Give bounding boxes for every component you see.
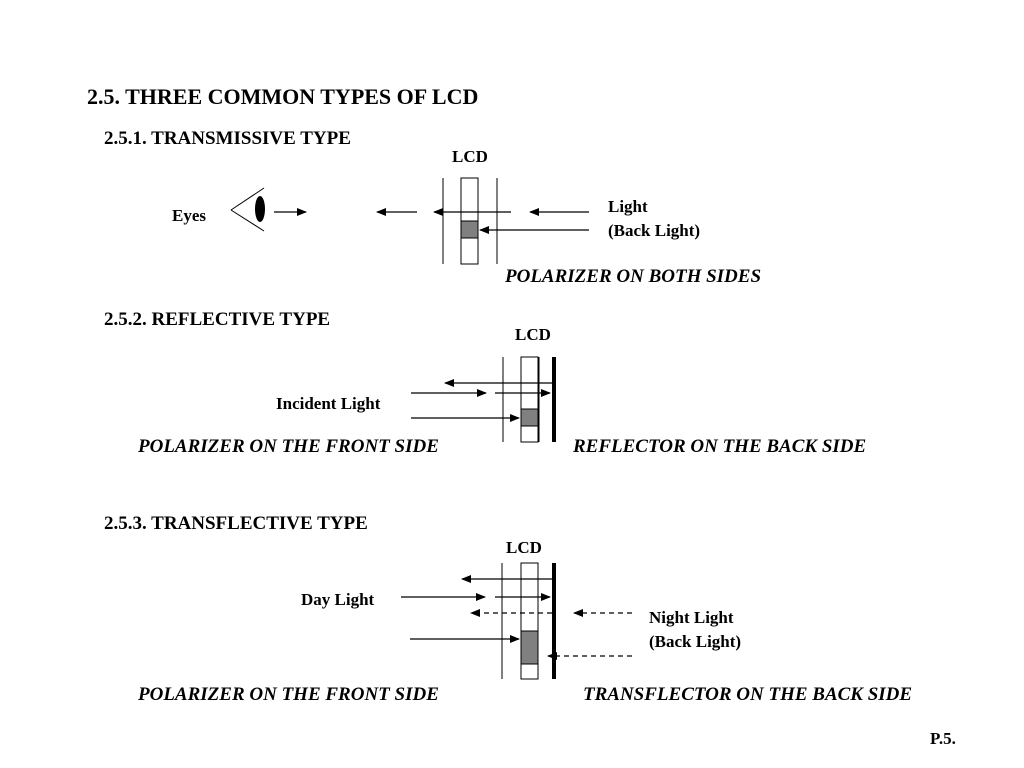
transflective-lcd-label: LCD xyxy=(506,538,542,557)
night-backlight-label: (Back Light) xyxy=(649,632,742,651)
transflective-lcd-panel xyxy=(501,562,556,680)
reflective-lc-cell xyxy=(520,408,539,427)
transflective-heading: 2.5.3. TRANSFLECTIVE TYPE xyxy=(104,513,368,534)
reflective-lcd-panel xyxy=(502,356,556,443)
reflective-caption-right: REFLECTOR ON THE BACK SIDE xyxy=(573,436,867,457)
light-label: Light xyxy=(608,197,648,216)
eyes-label: Eyes xyxy=(172,206,206,225)
transmissive-lcd-panel xyxy=(442,177,498,265)
incident-light-label: Incident Light xyxy=(276,394,381,413)
transflector xyxy=(552,563,556,679)
transflective-caption-left: POLARIZER ON THE FRONT SIDE xyxy=(138,684,439,705)
transflective-nightlight-arrows xyxy=(470,609,632,660)
transmissive-light-arrows xyxy=(274,208,589,234)
backlight-label: (Back Light) xyxy=(608,221,701,240)
reflective-lcd-label: LCD xyxy=(515,325,551,344)
reflector xyxy=(552,357,556,442)
daylight-label: Day Light xyxy=(301,590,375,609)
transflective-daylight-arrows xyxy=(401,575,552,643)
transmissive-heading: 2.5.1. TRANSMISSIVE TYPE xyxy=(104,128,351,149)
page-title: 2.5. THREE COMMON TYPES OF LCD xyxy=(87,84,479,109)
transflective-lc-cell xyxy=(520,630,539,665)
reflective-light-arrows xyxy=(411,379,552,422)
reflective-diagram xyxy=(411,356,556,443)
eye-icon xyxy=(230,187,265,232)
reflective-heading: 2.5.2. REFLECTIVE TYPE xyxy=(104,309,331,330)
transflective-caption-right: TRANSFLECTOR ON THE BACK SIDE xyxy=(583,684,913,705)
transmissive-diagram xyxy=(230,177,589,265)
reflective-caption-left: POLARIZER ON THE FRONT SIDE xyxy=(138,436,439,457)
transmissive-caption: POLARIZER ON BOTH SIDES xyxy=(505,266,762,287)
page-number: P.5. xyxy=(930,729,956,748)
transmissive-lc-cell xyxy=(460,220,479,239)
transmissive-lcd-label: LCD xyxy=(452,147,488,166)
transflective-diagram xyxy=(401,562,632,680)
nightlight-label: Night Light xyxy=(649,608,734,627)
